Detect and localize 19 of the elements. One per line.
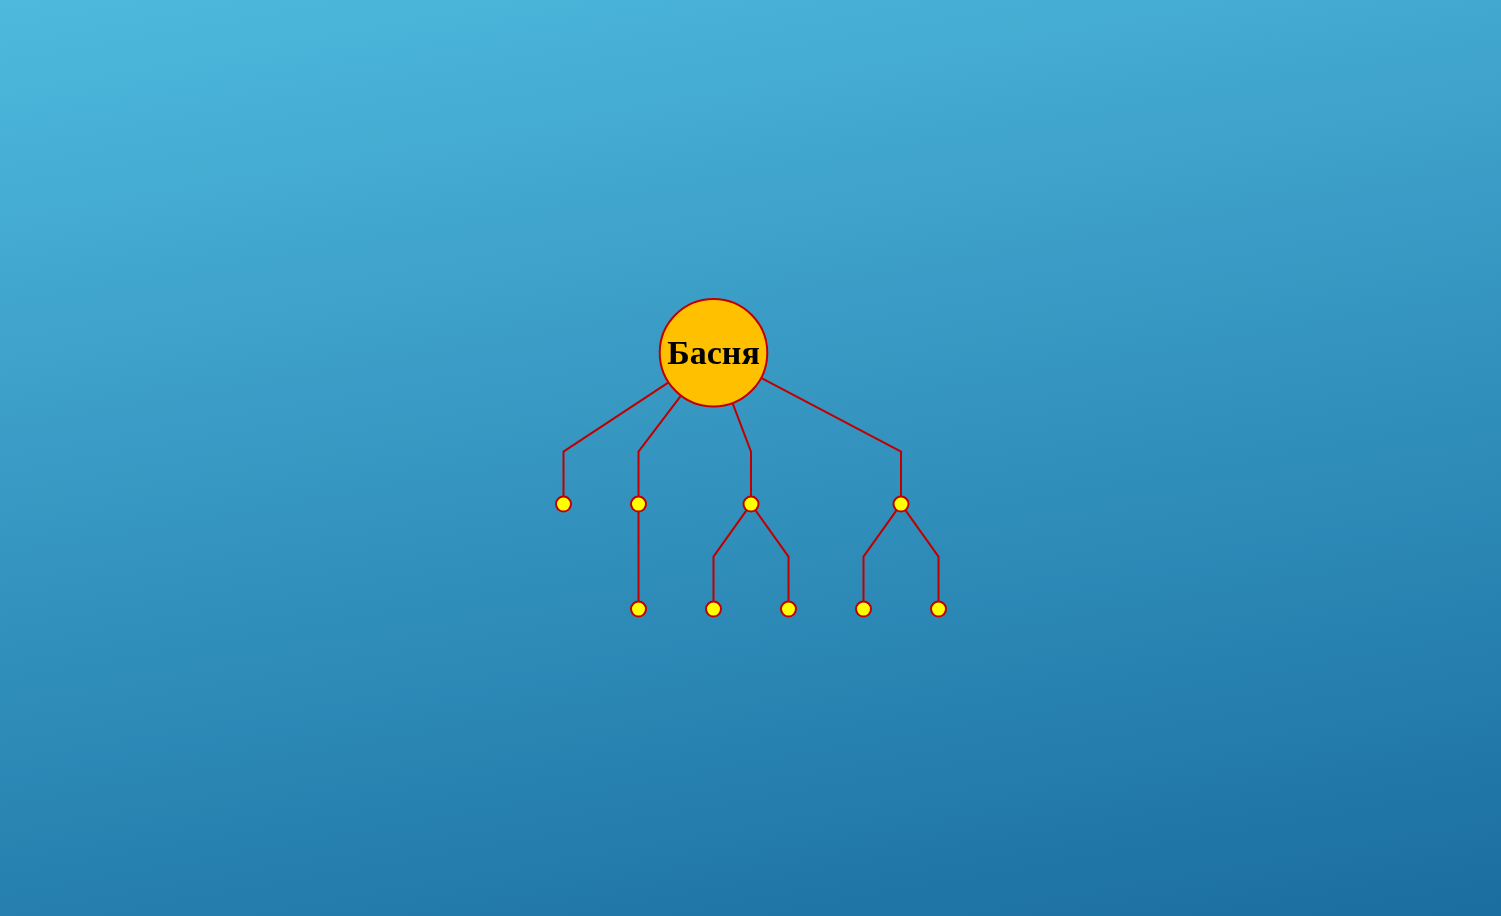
connector: [637, 510, 639, 603]
connector: [731, 402, 752, 498]
connector: [903, 509, 939, 603]
node-ellipse: [854, 600, 872, 618]
node-ellipse: [892, 495, 909, 513]
node-ellipse: [742, 495, 759, 513]
connector: [753, 509, 789, 603]
node-ellipse: [779, 600, 797, 618]
node-ellipse: [629, 495, 647, 513]
connector: [712, 509, 748, 603]
connector: [862, 509, 898, 603]
connector: [759, 377, 902, 498]
node-ellipse: [704, 600, 722, 618]
node-ellipse: [929, 600, 947, 618]
connector: [562, 381, 670, 498]
node-ellipse: [554, 495, 572, 513]
node-ellipse: [629, 600, 647, 618]
node-circle: Басня: [658, 298, 768, 408]
connector: [637, 394, 682, 498]
